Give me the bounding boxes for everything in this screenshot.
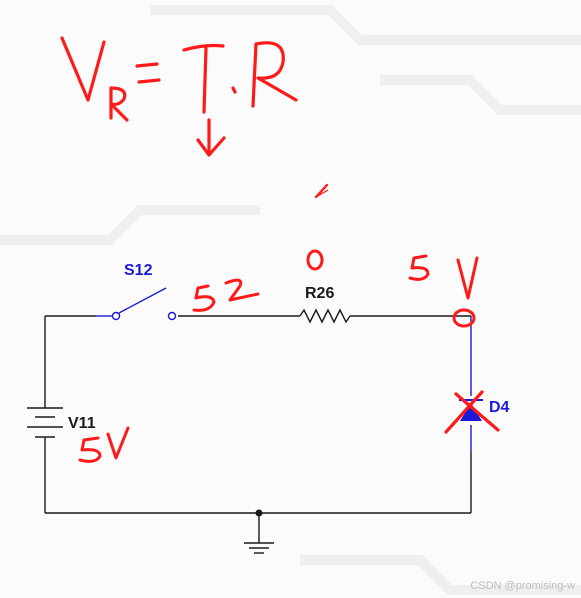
pointer-mark [314, 183, 329, 199]
source-label: V11 [68, 415, 96, 432]
switch-s12 [96, 287, 177, 321]
diode-label: D4 [489, 399, 510, 416]
resistor-label: R26 [305, 285, 334, 302]
handwritten-cross-diode [444, 390, 500, 434]
handwritten-formula [60, 36, 298, 157]
switch-label: S12 [124, 262, 153, 279]
ground-symbol [244, 542, 274, 554]
battery-v11 [27, 407, 63, 438]
handwritten-label-switch-node [192, 278, 260, 312]
handwritten-label-zero [306, 249, 324, 271]
background-traces [0, 5, 581, 595]
diode-d4 [459, 316, 483, 452]
junction-dot [255, 509, 263, 517]
handwritten-label-right-node [408, 254, 479, 328]
handwritten-label-source [78, 426, 130, 463]
resistor-r26 [299, 308, 351, 324]
watermark: CSDN @promising-w [470, 580, 575, 592]
wires [44, 315, 472, 543]
